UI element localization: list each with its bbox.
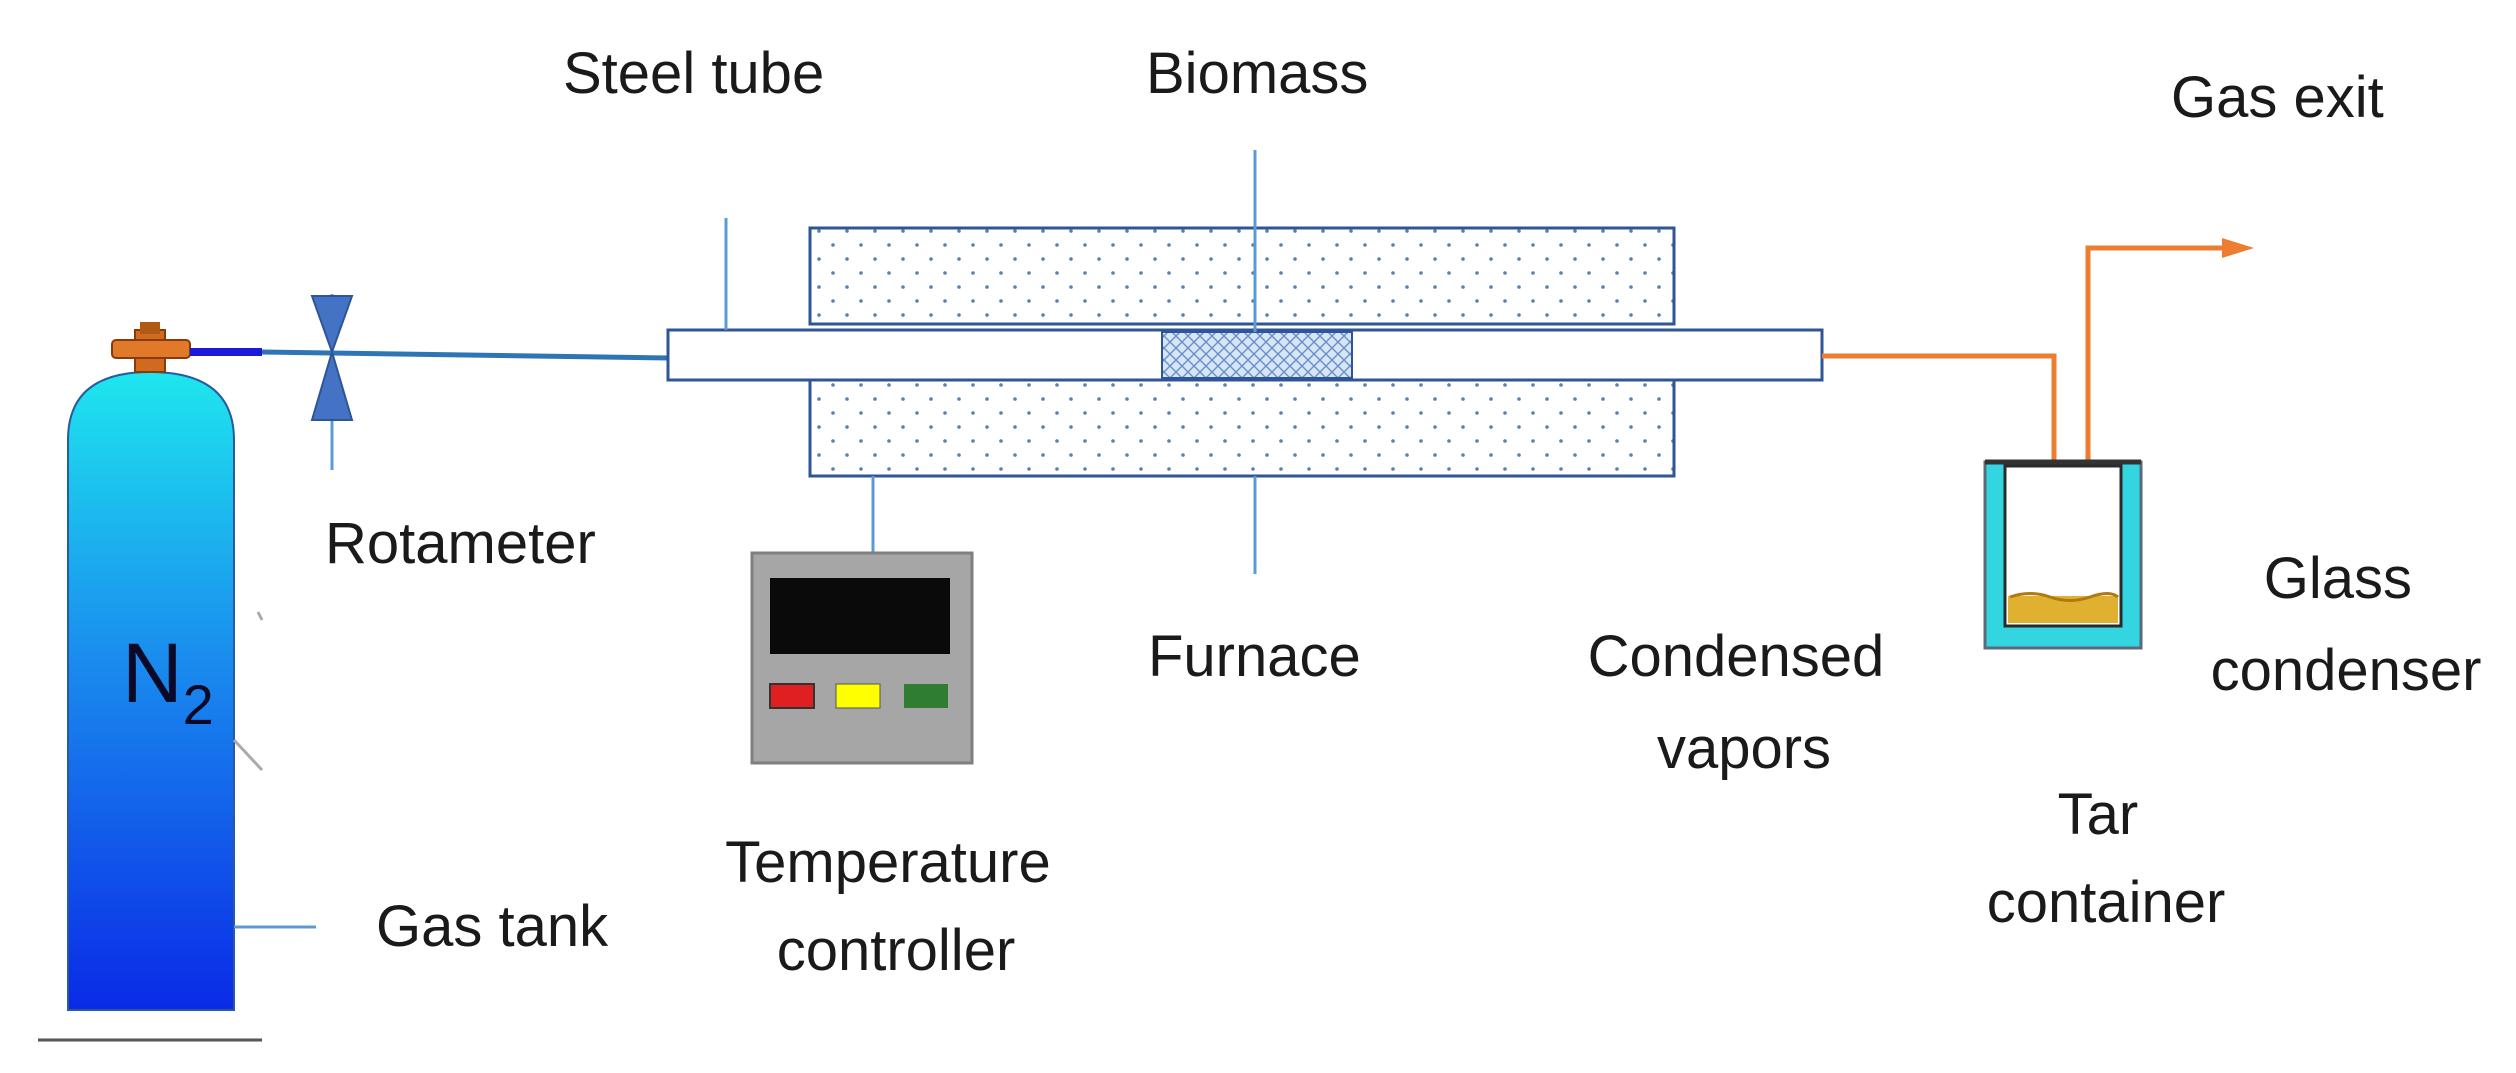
condensed-vapor-pipe	[1822, 353, 2057, 462]
steel-tube-label: Steel tube	[563, 41, 824, 106]
controller-display	[770, 578, 950, 654]
furnace-bottom-half	[808, 378, 1676, 478]
arrow-right-icon	[2222, 238, 2254, 258]
gas-tank: N2	[38, 322, 316, 1042]
tar-container-label: Tar container	[1987, 782, 2226, 935]
gas-exit-label: Gas exit	[2171, 65, 2384, 130]
n2-label: N2	[122, 626, 214, 736]
gas-exit-pipe	[2085, 245, 2226, 462]
nitrogen-feed-line	[261, 349, 669, 361]
rotameter-icon	[310, 294, 354, 470]
controller-button-yellow	[835, 683, 881, 709]
tank-edge-mark	[256, 611, 264, 621]
glass-condenser	[1983, 459, 2143, 650]
tank-edge-shadow	[232, 738, 264, 772]
controller-button-green	[904, 684, 948, 708]
steel-tube	[666, 328, 1824, 382]
biomass-bed	[1161, 331, 1353, 379]
furnace-label: Furnace	[1148, 624, 1361, 689]
furnace-top-half	[808, 226, 1676, 326]
rotameter-label: Rotameter	[325, 511, 596, 576]
furnace	[808, 226, 1676, 478]
biomass-label: Biomass	[1146, 41, 1368, 106]
glass-condenser-label: Glass condenser	[2211, 546, 2482, 703]
condensed-vapors-label: Condensed vapors	[1588, 624, 1901, 781]
temperature-controller	[750, 551, 974, 765]
temperature-controller-label: Temperature controller	[725, 830, 1067, 983]
gas-tank-label: Gas tank	[376, 894, 609, 959]
controller-button-red	[769, 683, 815, 709]
valve-icon	[111, 322, 191, 373]
